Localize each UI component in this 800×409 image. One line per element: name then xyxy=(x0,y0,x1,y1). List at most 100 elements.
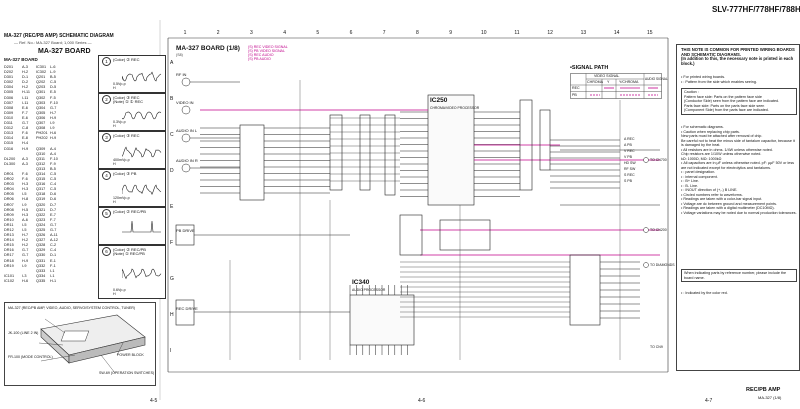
right-pin-label: RF SW xyxy=(624,167,636,171)
column-number: 11 xyxy=(514,30,520,36)
ref-cell: I-9 xyxy=(50,126,55,131)
component xyxy=(427,94,475,206)
signal-legend-magenta: (S) REC VIDEO SIGNAL (S) PB VIDEO SIGNAL… xyxy=(248,45,288,61)
node xyxy=(181,163,191,173)
ref-cell: C-5 xyxy=(50,187,57,192)
ref-cell: C-2 xyxy=(50,243,57,248)
ref-cell: H-3 xyxy=(22,182,29,187)
ref-cell: F-1 xyxy=(50,263,56,268)
component xyxy=(175,299,195,326)
signal-path-col-audio: AUDIO SIGNAL xyxy=(645,77,668,81)
notes-colored: • : Indicated by the color red. xyxy=(681,291,728,295)
ref-cell: H-5 xyxy=(22,207,29,212)
ref-cell: D316 xyxy=(4,146,14,151)
waveform-label: (Color) ③ PB xyxy=(113,171,137,176)
ref-cell: D305 xyxy=(4,90,14,95)
ref-cell: E-5 xyxy=(50,90,56,95)
ref-cell: H-6 xyxy=(50,131,57,136)
waveform-label: (Color) ② REC/PB xyxy=(113,209,146,214)
ref-cell: F-5 xyxy=(50,95,56,100)
row-letter: D xyxy=(170,168,174,174)
board-location-drawing xyxy=(38,314,146,374)
ref-cell: Q327 xyxy=(36,238,46,243)
right-connector-label: TO DIAMONDS xyxy=(650,263,675,267)
ref-cell: G-7 xyxy=(22,253,29,258)
ref-cell: A-3 xyxy=(22,161,28,166)
ref-cell: Q335 xyxy=(36,278,46,283)
ref-cell: DR19 xyxy=(4,263,14,268)
component xyxy=(539,109,551,171)
row-letter: H xyxy=(170,312,174,318)
column-number: 13 xyxy=(580,30,587,36)
ic340-function: AUDIO PROCESSOR xyxy=(352,288,386,292)
ref-cell: I-1 xyxy=(50,273,55,278)
row-letter: E xyxy=(170,204,174,210)
ref-cell: L-6 xyxy=(50,65,56,69)
ref-cell: Q334 xyxy=(36,273,46,278)
ref-cell: H-6 xyxy=(22,278,29,283)
ref-cell: Q321 xyxy=(36,207,46,212)
ref-cell: DR13 xyxy=(4,233,14,238)
ref-cell: Q308 xyxy=(36,126,46,131)
ref-cell: D307 xyxy=(4,100,14,105)
ref-cell: L-9 xyxy=(50,70,56,75)
signal-path-col-ychroma: Y/CHROMA xyxy=(619,80,639,84)
ref-cell: I-1 xyxy=(50,268,55,273)
waveform-value: 0.3Vp-p H xyxy=(113,119,126,128)
column-number: 6 xyxy=(349,30,353,36)
ref-cell: D304 xyxy=(4,85,14,90)
ic250-function: CHROMA/VIDEO PROCESSOR xyxy=(430,106,480,110)
ref-cell: H-1 xyxy=(50,278,57,283)
page-number-center: 4-6 xyxy=(418,398,426,404)
ref-cell: G-7 xyxy=(22,248,29,253)
ref-cell: Q306 xyxy=(36,115,46,120)
ref-cell: H-2 xyxy=(22,85,29,90)
ref-cell: IC102 xyxy=(4,278,15,283)
ref-cell: A-4 xyxy=(50,151,56,156)
ref-cell: E-1 xyxy=(50,258,56,263)
column-number: 9 xyxy=(449,30,452,36)
column-number: 2 xyxy=(216,30,220,36)
ref-cell: Q303 xyxy=(36,100,46,105)
ref-cell: F-7 xyxy=(22,110,28,115)
left-panel-title: MA-327 (REC/PB AMP) SCHEMATIC DIAGRAM xyxy=(4,33,114,39)
ref-cell: F-6 xyxy=(22,131,28,136)
ref-cell: A-3 xyxy=(22,156,28,161)
left-connector-label: RF IN xyxy=(176,72,187,77)
left-panel-board: MA-327 BOARD xyxy=(38,48,91,55)
right-pin-label: S PB xyxy=(624,179,632,183)
ref-cell: D312 xyxy=(4,126,14,131)
ref-cell: DR06 xyxy=(4,197,14,202)
ref-cell: Q317 xyxy=(36,187,46,192)
node xyxy=(643,227,649,233)
ref-cell: H-2 xyxy=(22,70,29,75)
ref-cell: D309 xyxy=(4,110,14,115)
column-number: 1 xyxy=(183,30,187,36)
ref-cell: D-7 xyxy=(50,207,57,212)
ref-cell: F-7 xyxy=(50,217,56,222)
ref-cell: DR17 xyxy=(4,253,14,258)
waveform-value: 0.5Vp-p H xyxy=(113,81,126,90)
node xyxy=(181,105,191,115)
ref-cell: F-6 xyxy=(22,171,28,176)
ref-cell: D301 xyxy=(4,75,14,80)
ref-cell: A-11 xyxy=(50,233,58,238)
node xyxy=(643,157,649,163)
ref-cell: Q310 xyxy=(36,151,46,156)
